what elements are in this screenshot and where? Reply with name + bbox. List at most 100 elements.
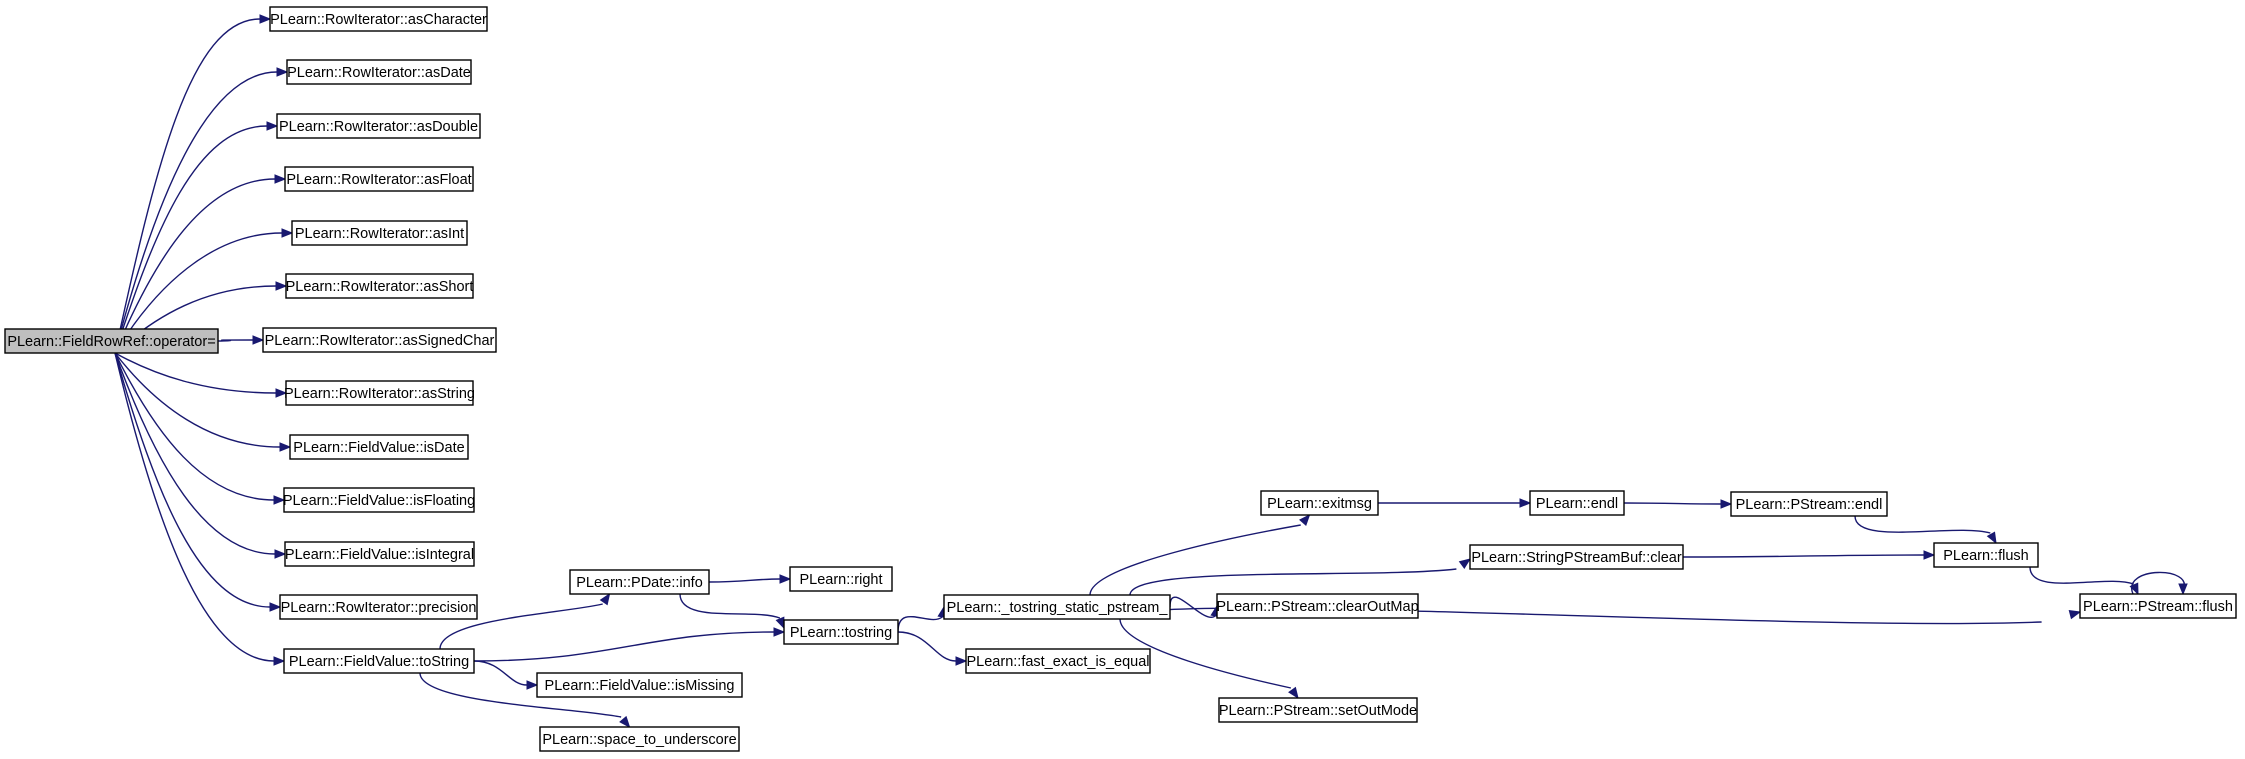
node-box: [284, 166, 474, 192]
node-box: [276, 113, 481, 139]
node-label: PLearn::flush: [1943, 548, 2028, 564]
node-fastExact[interactable]: PLearn::fast_exact_is_equal: [965, 648, 1151, 674]
call-graph-nodes: PLearn::FieldRowRef::operator=PLearn::Ro…: [4, 6, 2237, 752]
node-label: PLearn::space_to_underscore: [542, 732, 736, 748]
node-label: PLearn::PDate::info: [576, 575, 703, 591]
node-isIntegral[interactable]: PLearn::FieldValue::isIntegral: [284, 541, 475, 567]
node-label: PLearn::RowIterator::asString: [284, 386, 475, 402]
node-label: PLearn::PStream::flush: [2083, 599, 2233, 615]
node-toString[interactable]: PLearn::FieldValue::toString: [283, 648, 475, 674]
edge-tostring-to-fastExact: [897, 631, 968, 666]
call-graph-edges: [114, 14, 2188, 729]
node-isFloating[interactable]: PLearn::FieldValue::isFloating: [283, 487, 475, 513]
node-asCharacter[interactable]: PLearn::RowIterator::asCharacter: [269, 6, 488, 32]
node-clearOutMap[interactable]: PLearn::PStream::clearOutMap: [1216, 593, 1419, 619]
node-box: [539, 726, 740, 752]
edge-spsbClear-to-flush: [1682, 550, 1936, 560]
node-box: [1218, 697, 1418, 723]
edge-toString-to-pdateInfo: [439, 592, 611, 650]
node-label: PLearn::right: [799, 572, 882, 588]
node-box: [291, 220, 468, 246]
edge-pstreamFlush-to-pstreamFlush: [2131, 571, 2188, 596]
node-pstreamFlush[interactable]: PLearn::PStream::flush: [2079, 593, 2237, 619]
node-box: [1730, 491, 1888, 517]
node-tostringStatic[interactable]: PLearn::_tostring_static_pstream_: [943, 594, 1171, 620]
node-asDate[interactable]: PLearn::RowIterator::asDate: [286, 59, 472, 85]
node-label: PLearn::RowIterator::asFloat: [286, 172, 471, 188]
edge-tostringStatic-to-clearOutMap: [1169, 596, 1220, 619]
node-label: PLearn::FieldRowRef::operator=: [7, 334, 215, 350]
edge-root-to-isDate: [114, 352, 292, 452]
node-label: PLearn::RowIterator::asInt: [295, 226, 464, 242]
edge-toString-to-tostring: [473, 627, 786, 662]
node-isMissing[interactable]: PLearn::FieldValue::isMissing: [536, 672, 743, 698]
node-pdateInfo[interactable]: PLearn::PDate::info: [569, 569, 710, 595]
node-label: PLearn::PStream::endl: [1736, 497, 1883, 513]
node-label: PLearn::PStream::clearOutMap: [1216, 599, 1418, 615]
node-setOutMode[interactable]: PLearn::PStream::setOutMode: [1218, 697, 1418, 723]
edge-endl-to-pstreamEndl: [1623, 499, 1733, 509]
node-box: [1529, 490, 1625, 516]
edge-root-to-asDate: [114, 67, 289, 354]
node-asFloat[interactable]: PLearn::RowIterator::asFloat: [284, 166, 474, 192]
node-box: [269, 6, 488, 32]
node-root[interactable]: PLearn::FieldRowRef::operator=: [4, 328, 219, 354]
edge-tostring-to-tostringStatic: [897, 605, 947, 633]
node-label: PLearn::PStream::setOutMode: [1219, 703, 1417, 719]
node-label: PLearn::fast_exact_is_equal: [967, 654, 1150, 670]
edge-root-to-toString: [114, 352, 286, 666]
edge-root-to-asDouble: [114, 121, 279, 354]
node-label: PLearn::StringPStreamBuf::clear: [1471, 550, 1682, 566]
node-label: PLearn::RowIterator::asCharacter: [270, 12, 487, 28]
node-asDouble[interactable]: PLearn::RowIterator::asDouble: [276, 113, 481, 139]
node-label: PLearn::tostring: [790, 625, 892, 641]
edge-toString-to-spaceToUnderscore: [419, 672, 631, 729]
edge-flush-to-pstreamFlush: [2029, 566, 2139, 596]
node-box: [783, 619, 899, 645]
node-spaceToUnderscore[interactable]: PLearn::space_to_underscore: [539, 726, 740, 752]
node-box: [1469, 544, 1684, 570]
node-exitmsg[interactable]: PLearn::exitmsg: [1260, 490, 1379, 516]
node-box: [262, 327, 497, 353]
node-box: [279, 594, 478, 620]
node-label: PLearn::FieldValue::isFloating: [283, 493, 475, 509]
node-box: [285, 273, 474, 299]
node-right[interactable]: PLearn::right: [789, 566, 893, 592]
node-asSignedChar[interactable]: PLearn::RowIterator::asSignedChar: [262, 327, 497, 353]
node-asString[interactable]: PLearn::RowIterator::asString: [284, 380, 475, 406]
edge-tostringStatic-to-exitmsg: [1089, 513, 1311, 596]
edge-pstreamEndl-to-flush: [1854, 515, 1997, 545]
node-box: [286, 59, 472, 85]
node-box: [943, 594, 1171, 620]
node-box: [283, 648, 475, 674]
edge-pdateInfo-to-right: [708, 574, 792, 584]
edge-tostringStatic-to-setOutMode: [1119, 618, 1299, 700]
node-label: PLearn::FieldValue::isDate: [293, 440, 464, 456]
node-precision[interactable]: PLearn::RowIterator::precision: [279, 594, 478, 620]
node-tostring[interactable]: PLearn::tostring: [783, 619, 899, 645]
edge-exitmsg-to-endl: [1378, 498, 1532, 508]
node-asShort[interactable]: PLearn::RowIterator::asShort: [285, 273, 474, 299]
node-label: PLearn::endl: [1536, 496, 1618, 512]
node-box: [289, 434, 469, 460]
edge-root-to-asCharacter: [114, 14, 272, 354]
node-asInt[interactable]: PLearn::RowIterator::asInt: [291, 220, 468, 246]
node-box: [2079, 593, 2237, 619]
node-box: [789, 566, 893, 592]
edge-tostringStatic-to-spsbClear: [1129, 558, 1472, 596]
node-flush[interactable]: PLearn::flush: [1933, 542, 2039, 568]
node-endl[interactable]: PLearn::endl: [1529, 490, 1625, 516]
node-label: PLearn::RowIterator::asDate: [287, 65, 471, 81]
edge-pdateInfo-to-tostring: [679, 593, 785, 630]
node-label: PLearn::RowIterator::asSignedChar: [265, 333, 495, 349]
node-box: [536, 672, 743, 698]
edge-root-to-precision: [114, 352, 282, 612]
node-spsbClear[interactable]: PLearn::StringPStreamBuf::clear: [1469, 544, 1684, 570]
node-box: [569, 569, 710, 595]
node-pstreamEndl[interactable]: PLearn::PStream::endl: [1730, 491, 1888, 517]
node-box: [965, 648, 1151, 674]
edge-root-to-isFloating: [114, 352, 286, 505]
edge-root-to-asSignedChar: [217, 335, 265, 345]
node-label: PLearn::_tostring_static_pstream_: [947, 600, 1169, 616]
node-isDate[interactable]: PLearn::FieldValue::isDate: [289, 434, 469, 460]
